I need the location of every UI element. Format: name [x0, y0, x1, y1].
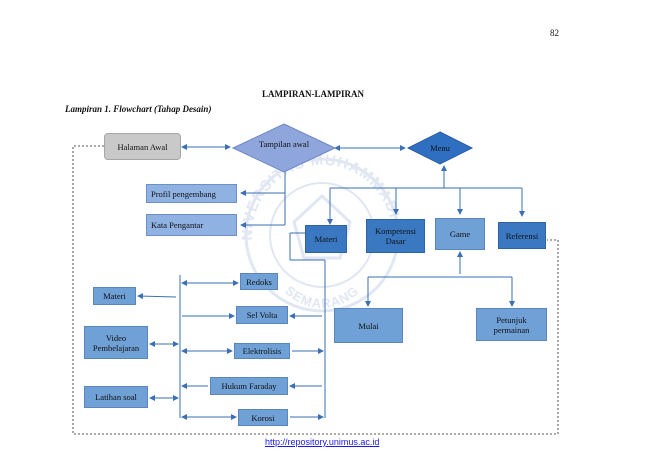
latihan-soal-box[interactable]: Latihan soal	[84, 386, 148, 408]
tampilan-awal-label: Tampilan awal	[258, 139, 310, 149]
watermark-seal: UNIVERSITAS MUHAMMADIYAH SEMARANG	[0, 0, 405, 313]
menu-label: Menu	[430, 143, 450, 153]
menu-diamond[interactable]	[406, 131, 474, 165]
watermark-top-text: UNIVERSITAS MUHAMMADIYAH	[0, 0, 404, 241]
svg-text:UNIVERSITAS MUHAMMADIYAH: UNIVERSITAS MUHAMMADIYAH	[0, 0, 405, 241]
connector-lines	[137, 144, 525, 420]
halaman-awal-box[interactable]: Halaman Awal	[104, 133, 181, 160]
redoks-box[interactable]: Redoks	[240, 273, 278, 290]
repository-link[interactable]: http://repository.unimus.ac.id	[265, 437, 380, 447]
page-heading: LAMPIRAN-LAMPIRAN	[262, 89, 364, 99]
figure-caption: Lampiran 1. Flowchart (Tahap Desain)	[65, 104, 212, 114]
sel-volta-box[interactable]: Sel Volta	[236, 306, 288, 324]
kata-pengantar-box[interactable]: Kata Pengantar	[146, 214, 237, 236]
mulai-box[interactable]: Mulai	[334, 308, 403, 343]
kompetensi-dasar-box[interactable]: Kompetensi Dasar	[366, 219, 425, 253]
materi-box[interactable]: Materi	[93, 287, 136, 305]
profil-pengembang-box[interactable]: Profil pengembang	[146, 184, 237, 203]
page-number: 82	[550, 28, 559, 38]
hukum-faraday-box[interactable]: Hukum Faraday	[210, 377, 288, 395]
game-box[interactable]: Game	[435, 218, 485, 250]
dashed-return-line	[72, 145, 559, 435]
menu-materi-box[interactable]: Materi	[305, 225, 347, 253]
video-pembelajaran-box[interactable]: Video Pembelajaran	[84, 326, 148, 359]
tampilan-awal-diamond[interactable]	[231, 123, 337, 173]
korosi-box[interactable]: Korosi	[238, 409, 288, 426]
elektrolisis-box[interactable]: Elektrolisis	[234, 343, 290, 359]
referensi-box[interactable]: Referensi	[498, 222, 546, 249]
petunjuk-permainan-box[interactable]: Petunjuk permainan	[476, 308, 547, 341]
